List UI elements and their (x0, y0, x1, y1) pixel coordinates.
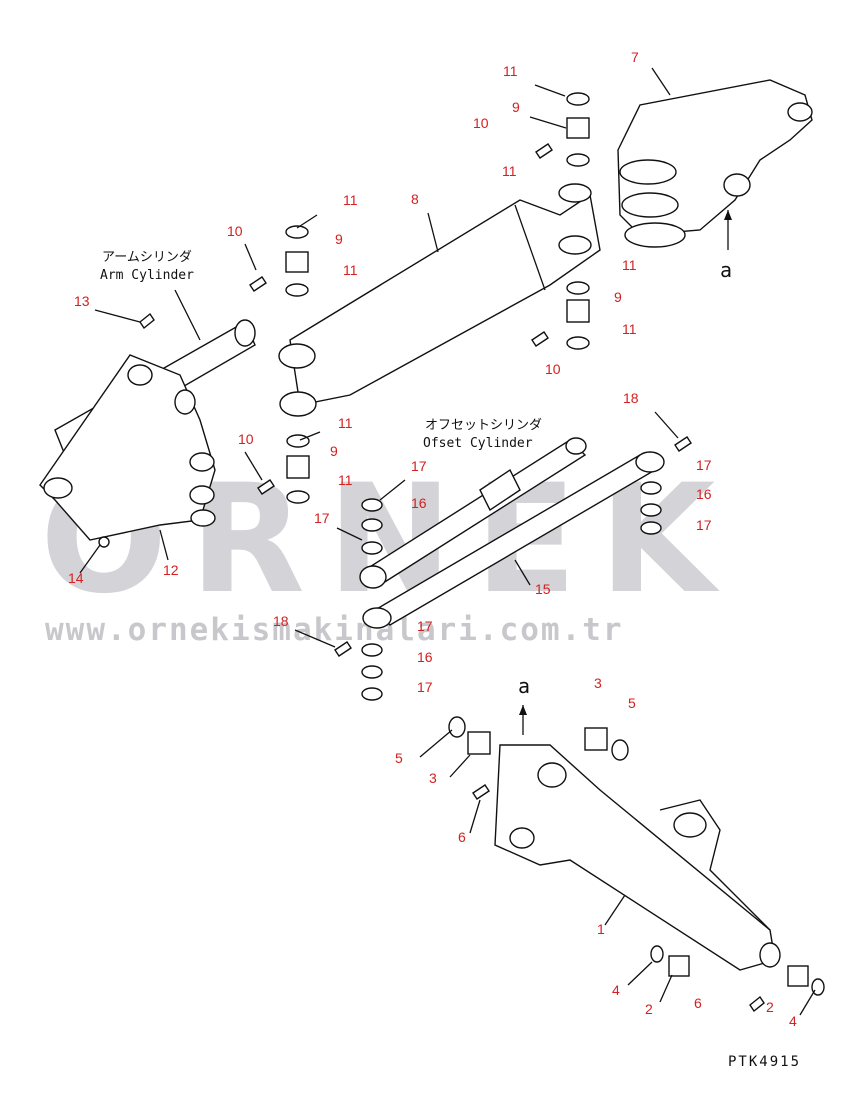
arm-part (494, 705, 781, 971)
callout-6: 6 (458, 829, 466, 845)
callout-3: 3 (594, 675, 602, 691)
callout-18: 18 (623, 390, 639, 406)
callout-10: 10 (238, 431, 254, 447)
callout-4: 4 (612, 982, 620, 998)
callout-12: 12 (163, 562, 179, 578)
grease-fittings (98, 143, 765, 1013)
callout-9: 9 (614, 289, 622, 305)
offset-cylinder-label-en: Ofset Cylinder (423, 436, 533, 451)
callout-17: 17 (417, 679, 433, 695)
callout-11: 11 (502, 163, 517, 179)
bracket-part (39, 354, 216, 541)
callout-17: 17 (314, 510, 330, 526)
callout-9: 9 (512, 99, 520, 115)
callout-17: 17 (411, 458, 427, 474)
boom-part (617, 79, 813, 250)
callout-3: 3 (429, 770, 437, 786)
watermark-url: www.ornekismakinalari.com.tr (45, 612, 624, 648)
callout-11: 11 (622, 257, 637, 273)
callout-numbers: 11 9 10 11 7 8 10 11 9 11 11 9 11 10 13 … (68, 49, 797, 1029)
callout-13: 13 (74, 293, 90, 309)
view-arrow-label-2: a (518, 674, 531, 698)
callout-17: 17 (417, 618, 433, 634)
offset-cylinder-label-jp: オフセットシリンダ (425, 418, 543, 433)
view-arrow-label: a (720, 258, 733, 282)
arm-cylinder-part (278, 183, 601, 417)
callout-16: 16 (411, 495, 427, 511)
callout-11: 11 (503, 63, 518, 79)
callout-1: 1 (597, 921, 605, 937)
offset-rod-part (362, 451, 665, 629)
callout-5: 5 (628, 695, 636, 711)
offset-cylinder-part (359, 437, 587, 589)
callout-10: 10 (227, 223, 243, 239)
leader-lines (79, 67, 816, 1016)
callout-15: 15 (535, 581, 551, 597)
callout-9: 9 (330, 443, 338, 459)
callout-2: 2 (645, 1001, 653, 1017)
callout-18: 18 (273, 613, 289, 629)
callout-2: 2 (766, 999, 774, 1015)
arm-cylinder-label-en: Arm Cylinder (100, 268, 194, 283)
callout-10: 10 (545, 361, 561, 377)
callout-17: 17 (696, 517, 712, 533)
callout-11: 11 (338, 472, 353, 488)
callout-7: 7 (631, 49, 639, 65)
callout-8: 8 (411, 191, 419, 207)
callout-6: 6 (694, 995, 702, 1011)
callout-16: 16 (417, 649, 433, 665)
callout-17: 17 (696, 457, 712, 473)
arm-cylinder-label-jp: アームシリンダ (102, 250, 192, 265)
callout-11: 11 (343, 262, 358, 278)
callout-11: 11 (622, 321, 637, 337)
callout-11: 11 (343, 192, 358, 208)
callout-9: 9 (335, 231, 343, 247)
callout-4: 4 (789, 1013, 797, 1029)
drawing-code: PTK4915 (728, 1054, 802, 1070)
callout-16: 16 (696, 486, 712, 502)
callout-11: 11 (338, 415, 353, 431)
bushings (285, 92, 825, 996)
callout-14: 14 (68, 570, 84, 586)
callout-10: 10 (473, 115, 489, 131)
callout-5: 5 (395, 750, 403, 766)
